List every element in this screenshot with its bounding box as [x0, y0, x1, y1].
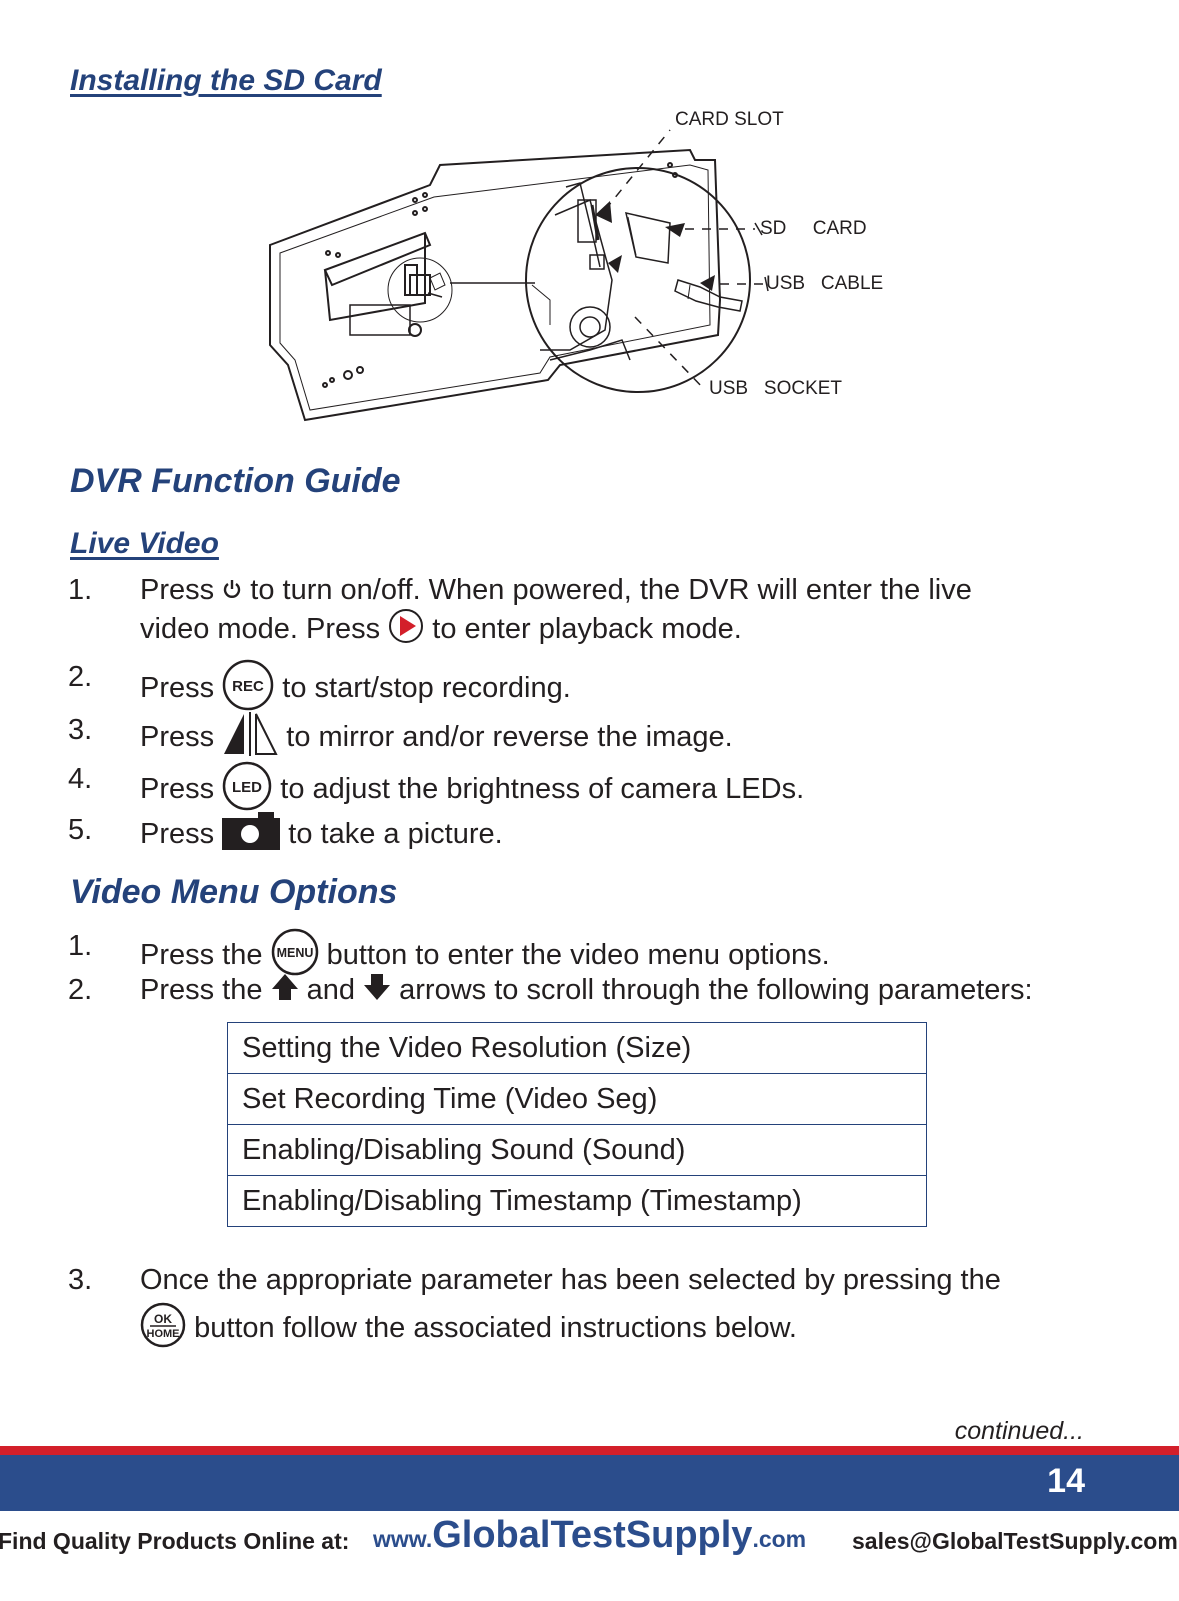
- step-text: Press the: [140, 974, 263, 1007]
- step-text: button follow the associated instruction…: [194, 1312, 797, 1345]
- step-number: 2.: [68, 661, 93, 693]
- table-cell: Enabling/Disabling Sound (Sound): [227, 1124, 927, 1176]
- step-number: 1.: [68, 930, 93, 962]
- step-text: Press: [140, 672, 215, 705]
- usb-socket-label: USB SOCKET: [709, 378, 843, 399]
- site-name: GlobalTestSupply: [432, 1514, 753, 1556]
- footer-red-stripe: [0, 1446, 1179, 1455]
- step-number: 1.: [68, 574, 93, 606]
- device-illustration: [269, 129, 769, 422]
- step-text: to turn on/off. When powered, the DVR wi…: [250, 574, 972, 606]
- section-title-sd-card: Installing the SD Card: [70, 64, 382, 97]
- step-text: Press: [140, 574, 215, 606]
- record-button-icon: REC: [222, 659, 274, 720]
- footer-blue-bar: [0, 1455, 1179, 1511]
- section-title-dvr: DVR Function Guide: [70, 462, 401, 500]
- usb-cable-label: USB CABLE: [766, 273, 884, 294]
- menu-button-icon: MENU: [271, 928, 319, 985]
- table-row: Enabling/Disabling Sound (Sound): [227, 1124, 927, 1176]
- step-text: button to enter the video menu options.: [326, 939, 830, 972]
- www-prefix: www.: [373, 1526, 433, 1552]
- parameter-table: Setting the Video Resolution (Size) Set …: [227, 1022, 927, 1227]
- step-text: Press: [140, 818, 215, 851]
- step-text: Press the: [140, 939, 263, 972]
- svg-text:HOME: HOME: [147, 1328, 180, 1340]
- svg-text:MENU: MENU: [276, 946, 313, 960]
- footer-email-link[interactable]: sales@GlobalTestSupply.com: [852, 1528, 1178, 1554]
- play-icon: [388, 608, 424, 653]
- table-row: Setting the Video Resolution (Size): [227, 1022, 927, 1074]
- step-number: 5.: [68, 814, 93, 846]
- step-number: 4.: [68, 763, 93, 795]
- led-button-icon: LED: [222, 761, 272, 820]
- step-text: Press: [140, 773, 215, 806]
- svg-text:REC: REC: [232, 678, 264, 695]
- step-text: to enter playback mode.: [432, 613, 742, 646]
- footer-find-text: Find Quality Products Online at:: [0, 1528, 350, 1554]
- up-arrow-icon: [271, 972, 299, 1011]
- footer-website-link[interactable]: www.GlobalTestSupply.com: [373, 1514, 806, 1557]
- step-text: and: [306, 974, 356, 1007]
- power-icon: [222, 573, 242, 609]
- table-row: Enabling/Disabling Timestamp (Timestamp): [227, 1175, 927, 1227]
- step-number: 3.: [68, 714, 93, 746]
- mirror-icon: [222, 712, 278, 765]
- step-text: Press: [140, 721, 215, 754]
- step-text: arrows to scroll through the following p…: [399, 974, 1033, 1007]
- svg-text:OK: OK: [154, 1312, 172, 1326]
- card-slot-label: CARD SLOT: [675, 109, 784, 130]
- continued-note: continued...: [954, 1417, 1084, 1445]
- step-text: to mirror and/or reverse the image.: [286, 721, 733, 754]
- section-title-video-menu: Video Menu Options: [70, 873, 398, 911]
- table-cell: Setting the Video Resolution (Size): [227, 1022, 927, 1074]
- com-suffix: .com: [752, 1526, 807, 1552]
- step-number: 2.: [68, 974, 93, 1006]
- table-cell: Enabling/Disabling Timestamp (Timestamp): [227, 1175, 927, 1227]
- step-text: to take a picture.: [288, 818, 503, 851]
- table-row: Set Recording Time (Video Seg): [227, 1073, 927, 1125]
- table-cell: Set Recording Time (Video Seg): [227, 1073, 927, 1125]
- sd-card-label: SD CARD: [760, 218, 867, 239]
- ok-home-button-icon: OK HOME: [140, 1302, 186, 1357]
- sd-card-diagram: CARD SLOT SD CARD USB CABLE USB SOCKET: [250, 105, 950, 435]
- step-number: 3.: [68, 1264, 93, 1296]
- down-arrow-icon: [363, 972, 391, 1011]
- section-title-live-video: Live Video: [70, 527, 219, 560]
- step-text: video mode. Press: [140, 613, 381, 646]
- step-text: to adjust the brightness of camera LEDs.: [280, 773, 805, 806]
- svg-text:LED: LED: [232, 779, 262, 796]
- step-text: Once the appropriate parameter has been …: [140, 1264, 1001, 1296]
- camera-icon: [222, 812, 281, 859]
- step-text: to start/stop recording.: [282, 672, 571, 705]
- page-number: 14: [1047, 1462, 1085, 1500]
